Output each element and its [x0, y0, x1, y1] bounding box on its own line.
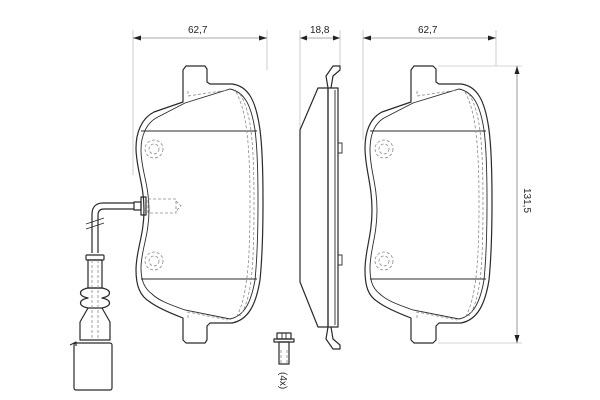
dimension-label-right-width: 62,7 [418, 25, 438, 36]
dimension-label-height: 131,5 [521, 188, 532, 213]
side-profile-view [299, 65, 343, 350]
dimension-label-thickness: 18,8 [310, 25, 330, 36]
wear-sensor [69, 196, 147, 391]
left-brake-pad [135, 65, 264, 344]
bolt-quantity-label: (4x) [277, 372, 288, 389]
dimension-left-width: 62,7 [132, 25, 268, 175]
dimension-height: 131,5 [438, 65, 532, 344]
mounting-bolt: (4x) [273, 332, 295, 389]
dimension-thickness: 18,8 [299, 25, 341, 130]
right-brake-pad [364, 65, 493, 344]
dimension-label-left-width: 62,7 [188, 25, 208, 36]
dimension-right-width: 62,7 [362, 25, 497, 140]
